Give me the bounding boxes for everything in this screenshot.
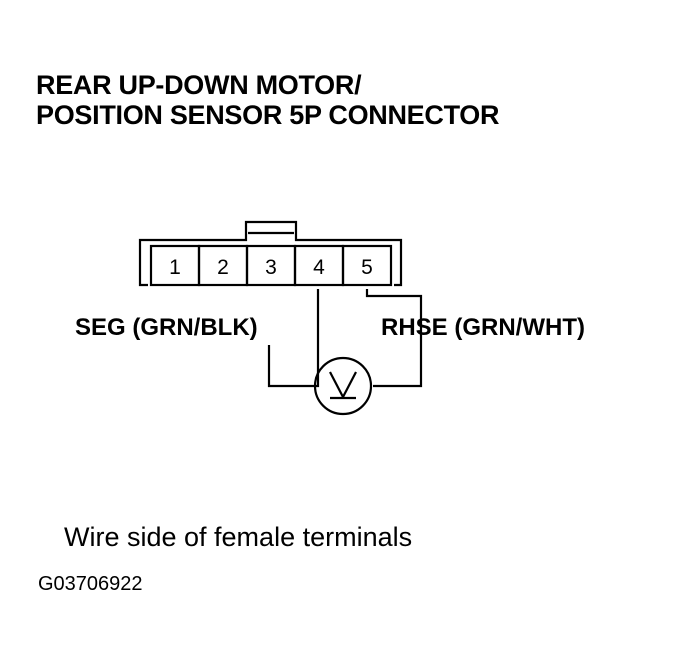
view-caption: Wire side of female terminals bbox=[64, 522, 413, 552]
pin-number-2: 2 bbox=[217, 256, 229, 279]
pin-number-3: 3 bbox=[265, 256, 277, 279]
rhse-wire-label: RHSE (GRN/WHT) bbox=[381, 314, 585, 341]
figure-id: G03706922 bbox=[38, 573, 143, 595]
pin-number-5: 5 bbox=[361, 256, 373, 279]
seg-wire bbox=[267, 289, 320, 388]
rhse-wire bbox=[365, 289, 423, 388]
connector-housing bbox=[138, 220, 403, 287]
pin-number-4: 4 bbox=[313, 256, 325, 279]
voltmeter-icon bbox=[313, 356, 373, 416]
title-line-1: REAR UP-DOWN MOTOR/ bbox=[36, 70, 362, 100]
seg-wire-label: SEG (GRN/BLK) bbox=[75, 314, 258, 341]
title-line-2: POSITION SENSOR 5P CONNECTOR bbox=[36, 100, 500, 130]
terminal-cell-5 bbox=[341, 244, 393, 287]
diagram-title: REAR UP-DOWN MOTOR/ POSITION SENSOR 5P C… bbox=[36, 70, 500, 130]
pin-number-1: 1 bbox=[169, 256, 181, 279]
